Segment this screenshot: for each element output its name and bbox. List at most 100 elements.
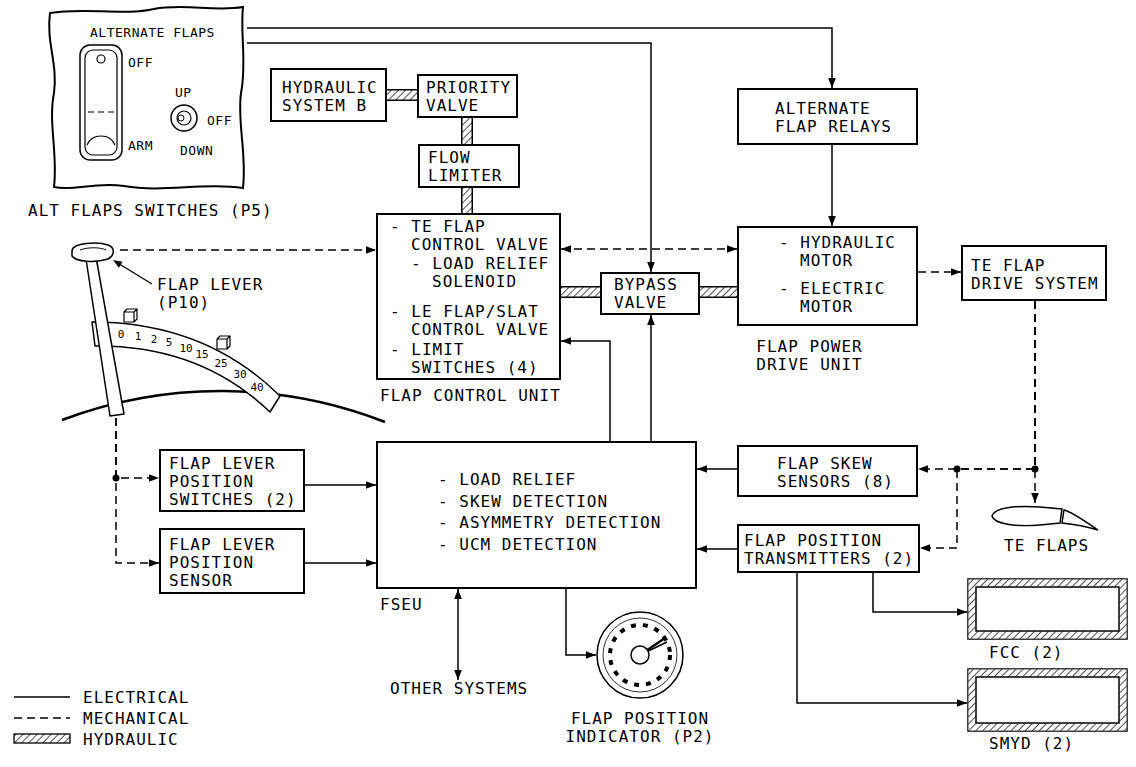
drawing-part xyxy=(116,262,152,284)
box-label: - LOAD RELIEF xyxy=(438,471,576,489)
drawing-part xyxy=(631,646,649,664)
electrical-line xyxy=(797,573,967,703)
gauge: FLAP POSITION INDICATOR (P2) xyxy=(596,611,684,699)
arrow-head xyxy=(454,670,462,680)
flap-lever-illustration xyxy=(62,243,385,422)
hydraulic-hatch xyxy=(700,288,737,297)
box-label: TE FLAP DRIVE SYSTEM xyxy=(971,257,1103,293)
caption-label: FLAP POWER DRIVE UNIT xyxy=(747,338,872,374)
arrow-head xyxy=(586,651,596,659)
box-label: ARM xyxy=(128,138,153,153)
system-label: OTHER SYSTEMS xyxy=(390,680,533,698)
box-label: - LE FLAP/SLAT CONTROL VALVE xyxy=(390,303,556,339)
mechanical-line xyxy=(116,418,159,478)
arrow-head xyxy=(957,608,967,616)
arrow-head xyxy=(697,465,707,473)
box-label: - ELECTRIC MOTOR xyxy=(779,280,909,316)
hatched-frame xyxy=(967,668,1128,732)
connector xyxy=(561,292,600,293)
control-unit-box: - TE FLAP CONTROL VALVE- LOAD RELIEF SOL… xyxy=(376,213,561,380)
connector xyxy=(700,292,737,293)
scale-number: 1 xyxy=(134,331,143,343)
caption-label: FCC (2) xyxy=(989,644,1063,662)
connector xyxy=(697,545,737,553)
mechanical-line xyxy=(918,301,1035,469)
flap-lever: FLAP LEVER (P10) xyxy=(66,240,120,418)
caption-label: FLAP POSITION INDICATOR (P2) xyxy=(564,710,716,746)
computer-box: - LOAD RELIEF- SKEW DETECTION- ASYMMETRY… xyxy=(376,441,697,589)
mechanical-line xyxy=(120,249,376,251)
connector xyxy=(797,573,967,707)
drawing-part xyxy=(80,45,122,160)
drawing-part xyxy=(85,50,117,155)
hydraulic-line xyxy=(461,118,473,144)
sensor-box: FLAP POSITION TRANSMITTERS (2) xyxy=(737,524,920,573)
drive-unit-box: - HYDRAULIC MOTOR- ELECTRIC MOTORFLAP PO… xyxy=(737,226,918,326)
box-label: FLAP POSITION TRANSMITTERS (2) xyxy=(744,532,916,568)
flap-airfoil xyxy=(990,503,1100,533)
connector xyxy=(467,118,468,144)
arrow-head xyxy=(366,559,376,567)
box-label: FLAP LEVER POSITION SWITCHES (2) xyxy=(169,455,301,509)
drawing-part xyxy=(603,618,677,692)
connector xyxy=(116,418,159,482)
component-box: TE FLAP DRIVE SYSTEM xyxy=(961,245,1107,301)
arrow-head xyxy=(957,699,967,707)
connector xyxy=(873,573,967,616)
hydraulic-line xyxy=(700,286,737,298)
connector xyxy=(387,95,417,96)
hydraulic-hatch xyxy=(463,118,472,144)
electrical-line xyxy=(305,484,376,486)
connector xyxy=(454,589,462,680)
box-label: - ASYMMETRY DETECTION xyxy=(438,514,661,532)
box-label: OFF xyxy=(128,55,153,70)
hydraulic-line xyxy=(561,286,600,298)
arrow-head xyxy=(1031,493,1039,503)
arrow-head xyxy=(920,544,930,552)
connector xyxy=(647,315,655,441)
drawing-part xyxy=(1062,510,1098,530)
box-label: FLAP LEVER POSITION SENSOR xyxy=(169,536,301,590)
drawing-part xyxy=(992,506,1062,525)
drawing-part xyxy=(14,734,70,743)
drawing-part xyxy=(14,717,70,719)
relay-box: ALTERNATE FLAP RELAYS xyxy=(737,88,918,145)
scale-number: 5 xyxy=(165,337,174,349)
connector xyxy=(305,559,376,567)
drawing-part xyxy=(72,243,113,261)
hydraulic-line xyxy=(387,89,417,101)
scale-number: 0 xyxy=(117,329,126,341)
box-label: PRIORITY VALVE xyxy=(426,79,514,115)
caption-label: FLAP CONTROL UNIT xyxy=(380,387,561,405)
drawing-part xyxy=(113,260,123,268)
electrical-line xyxy=(247,43,651,272)
arrow-head xyxy=(647,315,655,325)
caption-label: FSEU xyxy=(380,596,423,614)
box-label: BYPASS VALVE xyxy=(614,276,694,312)
valve-box: PRIORITY VALVE xyxy=(417,74,518,118)
switch-panel: ALTERNATE FLAPSOFFARMUPOFFDOWNALT FLAPS … xyxy=(44,3,247,191)
box-label: FLOW LIMITER xyxy=(428,149,516,185)
box-label: - LIMIT SWITCHES (4) xyxy=(390,341,556,377)
arrow-head xyxy=(366,481,376,489)
box-label: - UCM DETECTION xyxy=(438,536,598,554)
drawing-part xyxy=(976,677,1119,723)
arrow-head xyxy=(697,545,707,553)
arrow-head xyxy=(828,216,836,226)
connector xyxy=(918,301,1035,473)
drawing-part xyxy=(87,136,115,145)
caption-label: ALT FLAPS SWITCHES (P5) xyxy=(28,202,273,220)
electrical-line xyxy=(873,573,967,612)
hatched-box: FCC (2) xyxy=(967,578,1128,640)
component-box: HYDRAULIC SYSTEM B xyxy=(270,68,387,122)
scale-number: 15 xyxy=(194,349,209,361)
hydraulic-hatch xyxy=(387,91,417,100)
drawing-part xyxy=(217,336,230,349)
drawing-part xyxy=(177,111,191,125)
component-box: FLOW LIMITER xyxy=(418,144,520,188)
drawing-part xyxy=(968,579,1127,639)
box-label: UP xyxy=(175,85,192,100)
box-label: - TE FLAP CONTROL VALVE xyxy=(390,218,556,254)
drawing-part xyxy=(171,105,197,131)
arrow-head xyxy=(647,262,655,272)
